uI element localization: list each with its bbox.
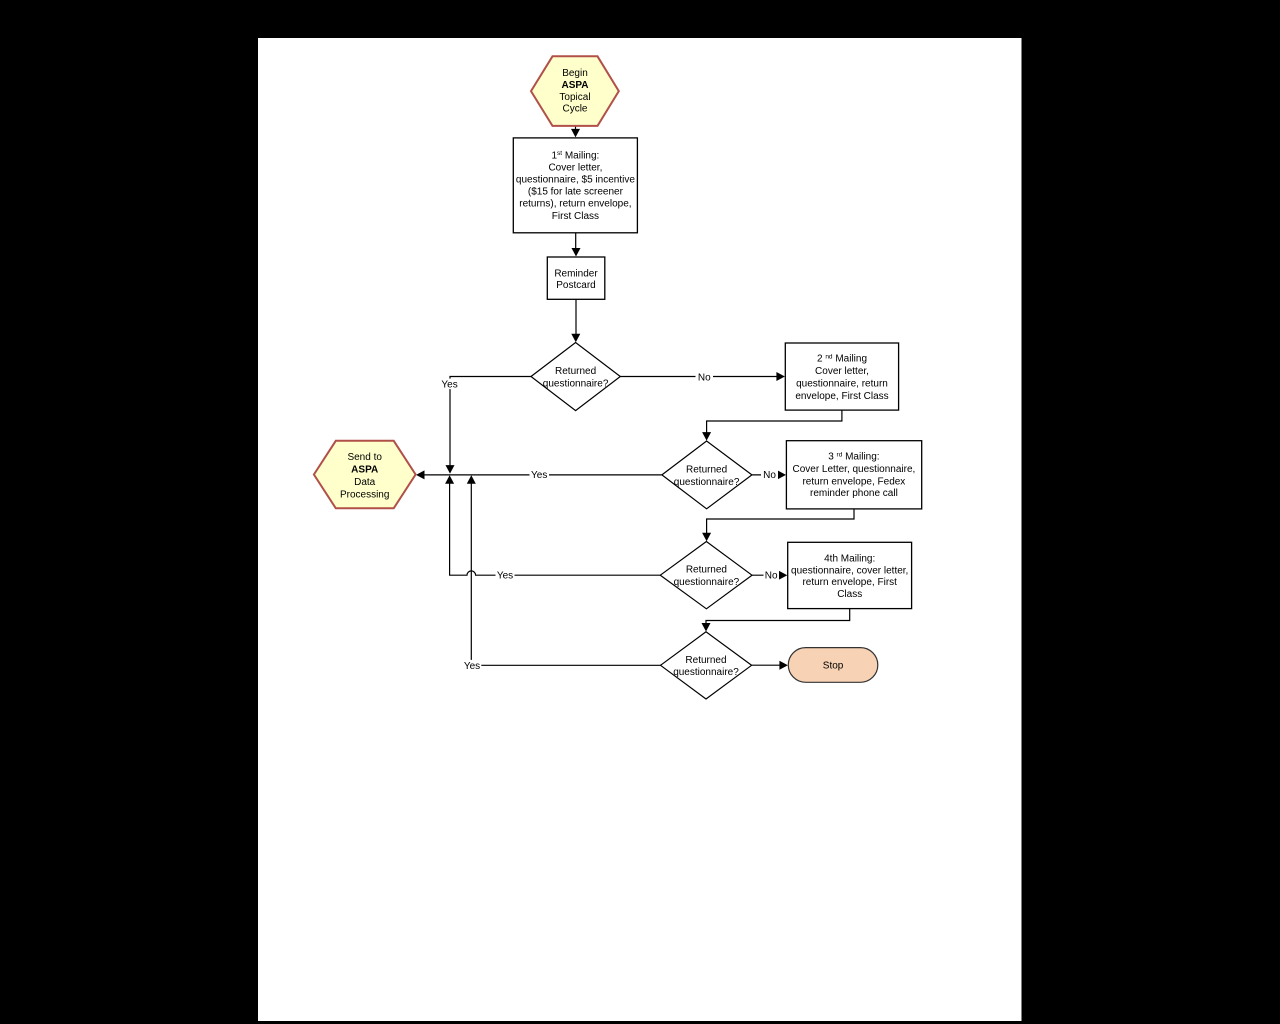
svg-text:Processing: Processing: [340, 490, 389, 501]
svg-text:Stop: Stop: [823, 661, 844, 672]
svg-text:questionnaire?: questionnaire?: [673, 667, 739, 678]
svg-text:Postcard: Postcard: [556, 280, 595, 291]
svg-text:Returned: Returned: [686, 464, 727, 475]
svg-text:Data: Data: [354, 477, 376, 488]
svg-text:questionnaire, return: questionnaire, return: [796, 379, 888, 390]
svg-text:Yes: Yes: [497, 571, 513, 582]
svg-text:return envelope, First: return envelope, First: [802, 577, 897, 588]
svg-text:Cover Letter, questionnaire,: Cover Letter, questionnaire,: [792, 464, 915, 475]
svg-text:Yes: Yes: [441, 380, 457, 391]
svg-text:Begin: Begin: [562, 68, 588, 79]
svg-text:Returned: Returned: [686, 565, 727, 576]
svg-text:questionnaire?: questionnaire?: [543, 379, 609, 390]
svg-text:Class: Class: [837, 589, 862, 600]
svg-text:Cover letter,: Cover letter,: [815, 366, 869, 377]
svg-text:1st Mailing:: 1st Mailing:: [551, 150, 599, 161]
svg-text:Cycle: Cycle: [562, 104, 587, 115]
svg-text:ASPA: ASPA: [351, 465, 378, 476]
svg-text:ASPA: ASPA: [561, 80, 588, 91]
svg-text:No: No: [765, 571, 778, 582]
svg-text:questionnaire, $5 incentive: questionnaire, $5 incentive: [516, 175, 635, 186]
svg-text:Send to: Send to: [347, 452, 382, 463]
svg-text:questionnaire?: questionnaire?: [674, 477, 740, 488]
svg-text:Returned: Returned: [555, 366, 596, 377]
svg-text:($15 for late screener: ($15 for late screener: [528, 187, 624, 198]
svg-text:Yes: Yes: [531, 470, 547, 481]
svg-text:returns), return envelope,: returns), return envelope,: [519, 199, 631, 210]
svg-text:reminder phone call: reminder phone call: [810, 488, 898, 499]
svg-text:First Class: First Class: [552, 211, 599, 222]
svg-text:questionnaire, cover letter,: questionnaire, cover letter,: [791, 566, 908, 577]
svg-text:envelope, First Class: envelope, First Class: [795, 391, 888, 402]
svg-text:4th Mailing:: 4th Mailing:: [824, 553, 875, 564]
svg-text:3 rd Mailing:: 3 rd Mailing:: [828, 451, 879, 462]
svg-text:2 nd Mailing: 2 nd Mailing: [817, 354, 867, 365]
svg-text:No: No: [698, 372, 711, 383]
svg-text:Returned: Returned: [685, 655, 726, 666]
svg-text:No: No: [763, 470, 776, 481]
svg-text:return envelope, Fedex: return envelope, Fedex: [802, 477, 905, 488]
svg-text:questionnaire?: questionnaire?: [674, 577, 740, 588]
svg-text:Reminder: Reminder: [554, 268, 598, 279]
svg-text:Topical: Topical: [559, 92, 590, 103]
svg-text:Yes: Yes: [464, 661, 480, 672]
svg-text:Cover letter,: Cover letter,: [548, 162, 602, 173]
